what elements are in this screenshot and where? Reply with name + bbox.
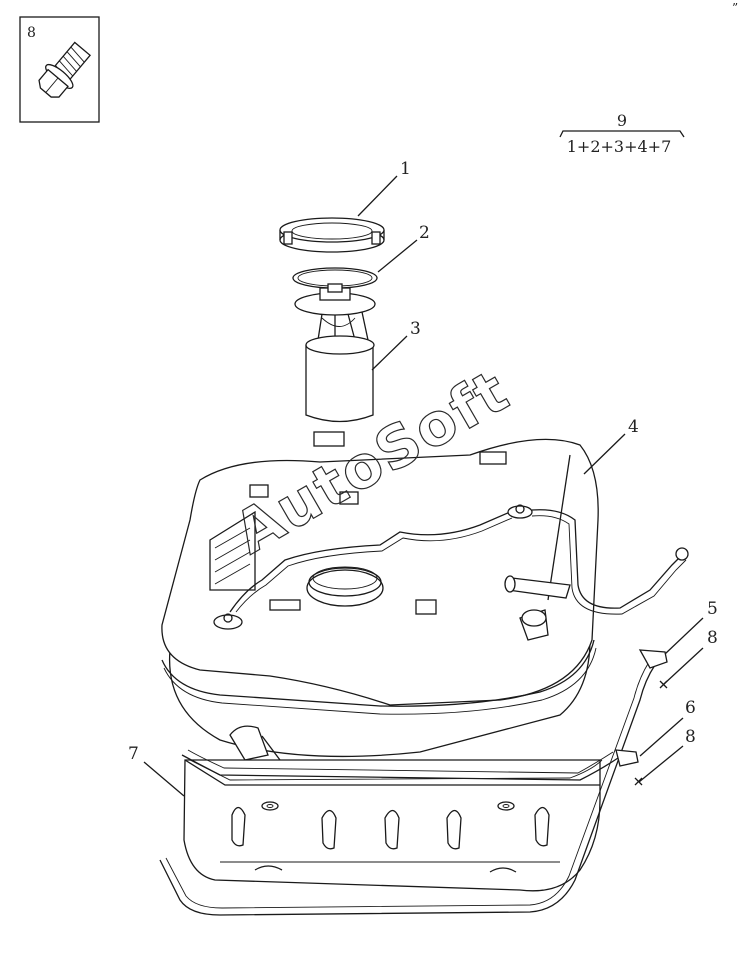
callout-8-upper: 8 — [707, 628, 718, 648]
assembly-formula: 9 1+2+3+4+7 — [559, 111, 685, 156]
inset-frame — [19, 16, 100, 123]
fuel-tank — [161, 438, 689, 761]
bolt-icon — [38, 41, 92, 98]
callout-5: 5 — [707, 599, 718, 619]
lock-ring — [279, 217, 385, 253]
callout-7: 7 — [128, 744, 139, 764]
assembly-formula-text: 1+2+3+4+7 — [567, 137, 672, 156]
skid-plate — [183, 759, 603, 892]
tank-strap-rear — [181, 749, 639, 781]
formula-bracket — [559, 130, 685, 138]
inset-label: 8 — [27, 25, 36, 41]
leader-lines — [143, 175, 704, 797]
callout-4: 4 — [628, 417, 639, 437]
bolt-inset: 8 — [19, 16, 100, 123]
callout-3: 3 — [410, 319, 421, 339]
callout-6: 6 — [685, 698, 696, 718]
strap-bolt-lower — [634, 777, 643, 786]
tank-strap-front — [159, 649, 668, 916]
assembly-number: 9 — [617, 111, 627, 130]
corner-mark: ” — [732, 1, 738, 15]
fuel-pump-module — [294, 283, 376, 447]
callout-1: 1 — [400, 159, 411, 179]
callout-2: 2 — [419, 223, 430, 243]
callout-8-lower: 8 — [685, 727, 696, 747]
